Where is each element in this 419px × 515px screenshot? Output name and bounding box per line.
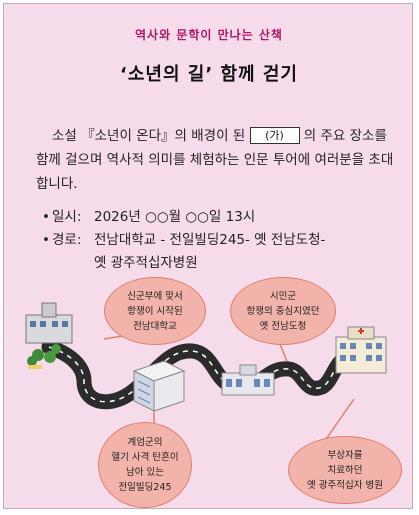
poster-card: 역사와 문학이 만나는 산책 ‘소년의 길’ 함께 걷기 소설 『소년이 온다』… — [3, 3, 413, 509]
route-map — [25, 302, 387, 446]
intro-paragraph: 소설 『소년이 온다』의 배경이 된 (가) 의 주요 장소를 함께 걸으며 역… — [36, 124, 396, 196]
stop-bubble-jeonil-building: 계엄군의 헬기 사격 탄흔이 남아 있는 전일빌딩245 — [98, 422, 192, 508]
date-value: 2026년 ○○월 ○○일 13시 — [94, 209, 256, 225]
stop-bubble-old-dochung: 시민군 항쟁의 중심지였던 옛 전남도청 — [230, 277, 336, 345]
date-row: • 일시: 2026년 ○○월 ○○일 13시 — [42, 206, 398, 229]
poster-title: ‘소년의 길’ 함께 걷기 — [120, 64, 298, 85]
road-path — [41, 339, 362, 410]
bullet-dot: • — [42, 232, 50, 248]
office-building-icon — [132, 360, 186, 412]
road-center-line — [48, 346, 355, 403]
poster-subtitle: 역사와 문학이 만나는 산책 — [135, 28, 283, 42]
route-value-line1: 전남대학교 - 전일빌딩245- 옛 전남도청- — [94, 232, 326, 248]
intro-text-after: 의 주요 장소를 함께 걸으며 역사적 의미를 체험하는 인문 투어에 여러분을… — [36, 128, 394, 192]
government-building-icon — [221, 364, 275, 396]
date-label: 일시: — [52, 209, 82, 225]
bullet-dot: • — [42, 209, 50, 225]
details-list: • 일시: 2026년 ○○월 ○○일 13시 • 경로: 전남대학교 - 전일… — [42, 206, 398, 275]
stop-bubble-jeonnam-univ: 신군부에 맞서 항쟁이 시작된 전남대학교 — [104, 277, 206, 345]
blank-box: (가) — [249, 127, 300, 144]
route-row: • 경로: 전남대학교 - 전일빌딩245- 옛 전남도청- — [42, 229, 398, 252]
route-value-line2: 옛 광주적십자병원 — [94, 255, 198, 271]
stop-bubble-red-cross-hospital: 부상자를 치료하던 옛 광주적십자 병원 — [288, 436, 402, 504]
hospital-building-icon — [335, 326, 387, 374]
route-label: 경로: — [52, 232, 82, 248]
university-building-icon — [25, 302, 73, 369]
intro-text-before: 소설 『소년이 온다』의 배경이 된 — [52, 128, 250, 144]
